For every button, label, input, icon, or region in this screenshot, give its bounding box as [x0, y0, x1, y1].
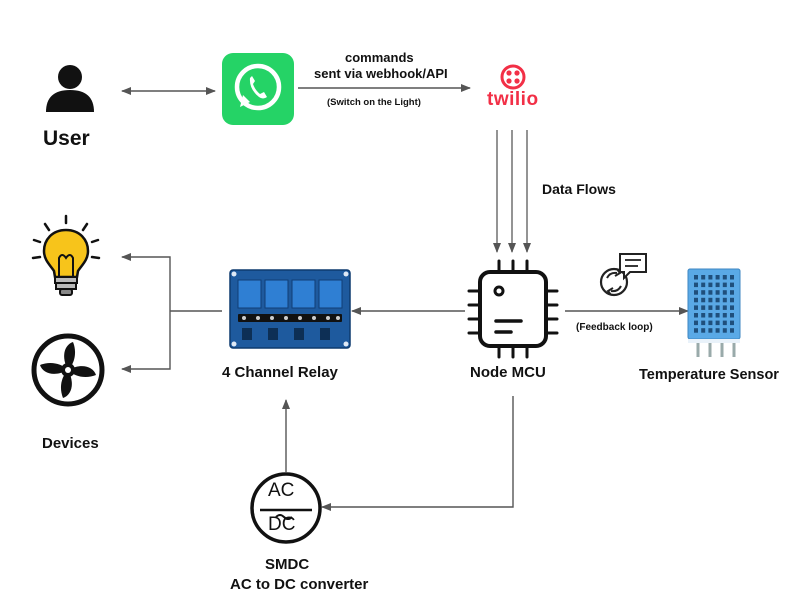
sensor-vent [694, 313, 698, 318]
node-mcu-label: Node MCU [470, 364, 546, 381]
sensor-vent [722, 297, 727, 303]
sensor-vent [701, 313, 706, 318]
sensor-vent [694, 290, 698, 295]
sensor-vent [701, 328, 706, 333]
ac-symbol-label: AC [268, 480, 295, 501]
sensor-vent [730, 275, 734, 280]
relay-board-icon [229, 269, 351, 349]
user-icon [46, 65, 94, 112]
sensor-vent [708, 313, 713, 318]
sensor-vent [701, 282, 706, 288]
twilio-label: twilio [487, 89, 539, 110]
commands-label-line2: sent via webhook/API [314, 66, 448, 81]
sensor-vent [722, 282, 727, 288]
sensor-vent [694, 275, 698, 280]
sensor-vent [715, 328, 720, 333]
relay-bulb-arrow [121, 253, 171, 311]
converter-label-line2: AC to DC converter [230, 576, 369, 593]
ac-dc-converter-icon [250, 472, 322, 544]
temperature-sensor-icon [687, 268, 741, 357]
sensor-vent [708, 328, 713, 333]
mcu-converter-arrow [321, 396, 514, 511]
sensor-vent [730, 328, 734, 333]
sensor-vent [694, 282, 698, 288]
sensor-vent [730, 305, 734, 310]
sensor-vent [722, 328, 727, 333]
sensor-vent [722, 290, 727, 295]
sensor-vent [701, 297, 706, 303]
light-bulb-icon [31, 214, 101, 296]
dc-symbol-label: DC [268, 514, 296, 535]
sensor-vent [715, 275, 720, 280]
sensor-vent [708, 320, 713, 326]
sensor-vent [715, 313, 720, 318]
node-mcu-chip-icon [467, 259, 559, 359]
commands-example-label: (Switch on the Light) [327, 97, 421, 108]
devices-label: Devices [42, 435, 99, 452]
relay-fan-arrow [121, 311, 171, 373]
sensor-vent [715, 297, 720, 303]
sensor-vent [701, 290, 706, 295]
user-label: User [43, 127, 90, 150]
sensor-vent [730, 290, 734, 295]
sensor-vent [708, 282, 713, 288]
feedback-loop-label: (Feedback loop) [576, 322, 653, 333]
sensor-vent [708, 297, 713, 303]
sensor-vent [701, 305, 706, 310]
sensor-vent [722, 320, 727, 326]
sensor-vent [715, 290, 720, 295]
sensor-vent [715, 305, 720, 310]
sensor-vent [708, 305, 713, 310]
fan-icon [31, 333, 105, 407]
sensor-vent [722, 275, 727, 280]
data-flows-label: Data Flows [542, 181, 616, 197]
sensor-vent [694, 305, 698, 310]
feedback-loop-icon [599, 253, 647, 297]
sensor-vent [708, 275, 713, 280]
sensor-vent [701, 275, 706, 280]
temperature-sensor-label: Temperature Sensor [639, 367, 779, 383]
sensor-vent [730, 320, 734, 326]
sensor-vent [715, 320, 720, 326]
sensor-vent [708, 290, 713, 295]
relay-label: 4 Channel Relay [222, 364, 338, 381]
sensor-vent [715, 282, 720, 288]
sensor-vent [722, 313, 727, 318]
sensor-vent [694, 328, 698, 333]
commands-label-line1: commands [345, 50, 414, 65]
sensor-vent [730, 282, 734, 288]
converter-label-line1: SMDC [265, 556, 310, 573]
sensor-vent [730, 313, 734, 318]
twilio-logo-icon [500, 64, 526, 90]
sensor-vent [722, 305, 727, 310]
sensor-vent [694, 320, 698, 326]
sensor-vent [694, 297, 698, 303]
sensor-vent [730, 297, 734, 303]
sensor-vent [701, 320, 706, 326]
whatsapp-icon [222, 53, 294, 125]
